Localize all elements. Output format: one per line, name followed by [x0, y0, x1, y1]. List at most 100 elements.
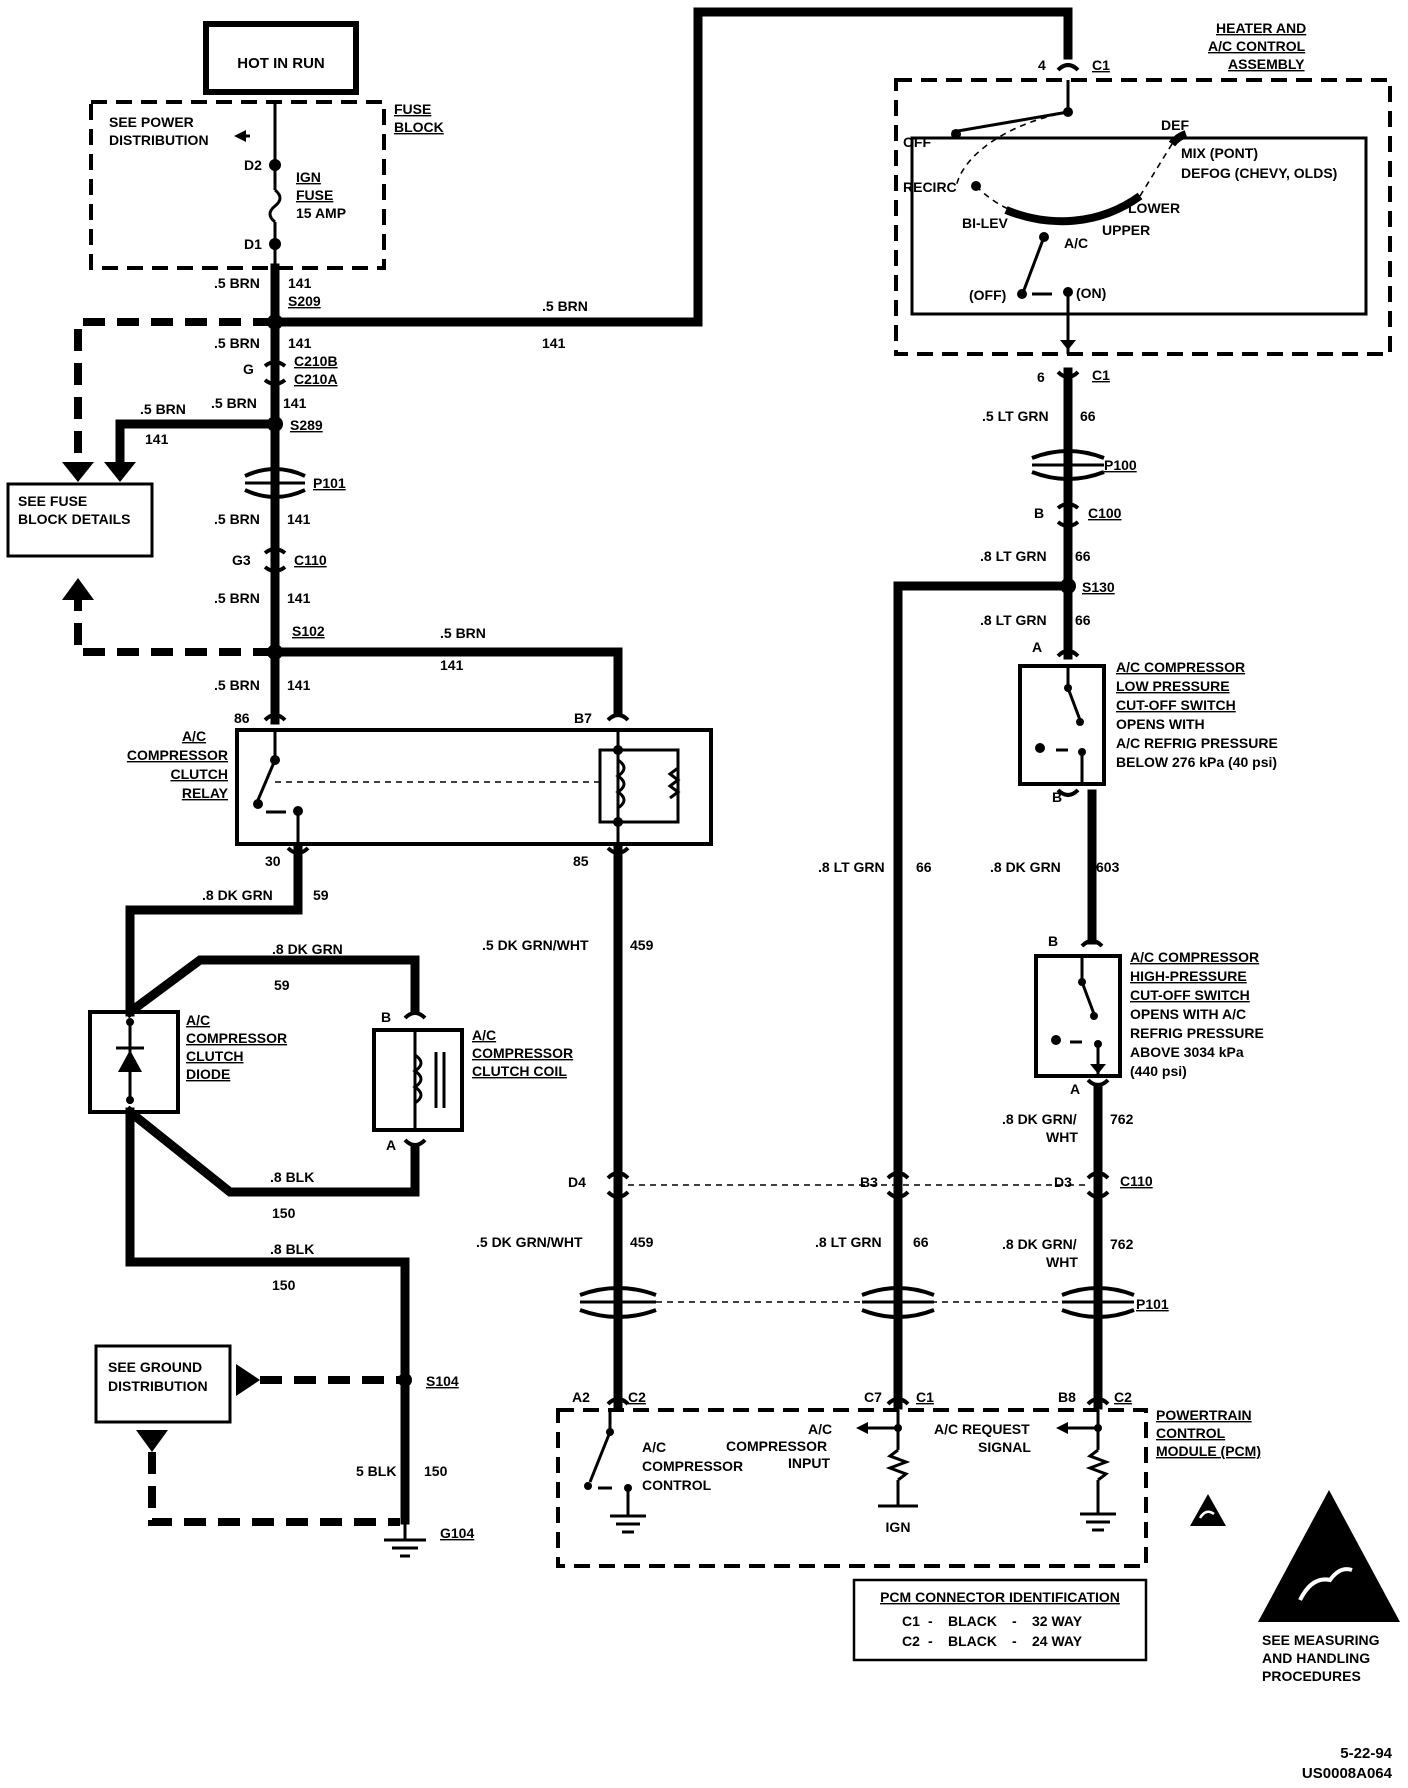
power-dist-arrow-icon — [234, 130, 246, 142]
pcm-conn-row1-c: C1 — [902, 1613, 920, 1629]
fuse-block-label-1: FUSE — [394, 101, 431, 117]
pcm-conn-row2-color: BLACK — [948, 1633, 997, 1649]
p101-left-icon — [244, 467, 306, 499]
relay-label-4: RELAY — [182, 785, 229, 801]
dkgrnwht08-label-b1: .8 DK GRN/ — [1002, 1236, 1077, 1252]
pcm-conn-row2-c: C2 — [902, 1633, 920, 1649]
relay-label-1: A/C — [182, 728, 206, 744]
brn-label-s102: .5 BRN — [440, 625, 486, 641]
pcm-c7-arrow-icon — [856, 1422, 868, 1434]
pcm-conn-row1-color: BLACK — [948, 1613, 997, 1629]
c762-label-b: 762 — [1110, 1236, 1134, 1252]
see-power-dist-line2: DISTRIBUTION — [109, 132, 209, 148]
diode-top-dot — [126, 1018, 134, 1026]
pcm-conn-row1-d2: - — [1012, 1613, 1017, 1629]
wire-150-coil-ground — [123, 1105, 420, 1197]
relay-coil-top-dot — [613, 745, 623, 755]
ground-arrow-right-icon — [236, 1364, 260, 1396]
relay-switch-dot — [253, 799, 263, 809]
hvac-pos-recirc: RECIRC — [903, 179, 957, 195]
high-switch-desc-2: REFRIG PRESSURE — [1130, 1025, 1264, 1041]
hvac-c1-bottom: C1 — [1092, 367, 1110, 383]
dkgrnwht08-label-a2: WHT — [1046, 1129, 1078, 1145]
ign-fuse-label-1: IGN — [296, 169, 321, 185]
ltgrn-label-e: .8 LT GRN — [815, 1234, 882, 1250]
c150-label-a: 150 — [272, 1205, 296, 1221]
hvac-inner-box — [910, 136, 1368, 316]
s209-label: S209 — [288, 293, 321, 309]
see-ground-line1: SEE GROUND — [108, 1359, 202, 1375]
low-switch-desc-1: OPENS WITH — [1116, 716, 1205, 732]
high-switch-b-connector — [1080, 939, 1104, 948]
pcm-b8-arrow-icon — [1056, 1422, 1068, 1434]
pcm-label-3: MODULE (PCM) — [1156, 1443, 1261, 1459]
pcm-conn-row1-way: 32 WAY — [1032, 1613, 1083, 1629]
c110-label-2: C110 — [1120, 1173, 1153, 1189]
relay-coil-icon — [615, 758, 626, 810]
p101-459-icon — [579, 1286, 657, 1319]
coil-label-3: CLUTCH COIL — [472, 1063, 567, 1079]
hvac-pos-defog: DEFOG (CHEVY, OLDS) — [1181, 165, 1337, 181]
relay-coil-box — [598, 748, 680, 824]
hvac-selector-arm — [951, 110, 1069, 134]
c141-label-s102: 141 — [440, 657, 464, 673]
relay-b7-connector — [606, 713, 630, 722]
hvac-ac-off-dot — [1017, 289, 1027, 299]
c110-d3-connector — [1086, 1171, 1110, 1199]
hvac-pos-off: OFF — [903, 134, 931, 150]
p101-label-top: P101 — [313, 475, 346, 491]
arrow-down-icon-2 — [104, 462, 136, 482]
c459-label-a: 459 — [630, 937, 654, 953]
dkgrn-label-603: .8 DK GRN — [990, 859, 1061, 875]
low-switch-label-2: LOW PRESSURE — [1116, 678, 1230, 694]
hot-in-run-label: HOT IN RUN — [237, 55, 325, 72]
pcm-input-label-3: INPUT — [788, 1455, 830, 1471]
pcm-pin-b8-c2: C2 — [1114, 1389, 1132, 1405]
fuse-block-box — [89, 100, 386, 270]
hvac-mode-arc — [1004, 192, 1143, 226]
pcm-pin-a2: A2 — [572, 1389, 590, 1405]
c141-label-s289: 141 — [145, 431, 169, 447]
s130-label: S130 — [1082, 579, 1115, 595]
hvac-title-2: A/C CONTROL — [1208, 38, 1306, 54]
c66-label-a: 66 — [1080, 408, 1096, 424]
c100-connector-icon — [1056, 502, 1080, 528]
c210b-label: C210B — [294, 353, 338, 369]
c150-label-b: 150 — [272, 1277, 296, 1293]
low-switch-arm — [1066, 687, 1082, 721]
c762-label-a: 762 — [1110, 1111, 1134, 1127]
brn-label-4: .5 BRN — [214, 511, 260, 527]
c59-label-b: 59 — [274, 977, 290, 993]
hot-in-run-box — [203, 21, 359, 95]
brn-label-top: .5 BRN — [542, 298, 588, 314]
pcm-control-label-1: A/C — [642, 1439, 666, 1455]
pcm-box — [556, 1408, 1148, 1568]
high-switch-b: B — [1048, 933, 1058, 949]
relay-label-2: COMPRESSOR — [127, 747, 228, 763]
s102-label: S102 — [292, 623, 325, 639]
relay-pin-85: 85 — [573, 853, 589, 869]
hvac-pos-ac: A/C — [1064, 235, 1088, 251]
relay-switch-arm — [256, 759, 277, 801]
hvac-top-connector — [1056, 63, 1080, 72]
see-fuse-block-line1: SEE FUSE — [18, 493, 87, 509]
low-switch-left-dot — [1035, 743, 1045, 753]
b3-label: B3 — [860, 1174, 878, 1190]
ground-arrow-down-icon — [136, 1430, 168, 1452]
low-switch-a-connector — [1056, 649, 1080, 658]
brn-label-s289: .5 BRN — [140, 401, 186, 417]
hvac-out-arrow-icon — [1060, 340, 1076, 350]
hvac-pin-4: 4 — [1038, 57, 1046, 73]
c141-label-4: 141 — [287, 511, 311, 527]
hvac-off-paren: (OFF) — [969, 287, 1006, 303]
high-switch-arrow-icon — [1090, 1064, 1106, 1074]
hvac-def-arc — [1168, 130, 1188, 147]
pcm-request-label-1: A/C REQUEST — [934, 1421, 1030, 1437]
svg-text:B: B — [1034, 505, 1044, 521]
pcm-a2-switch-arm — [588, 1431, 612, 1483]
wire-s289-to-fuse — [115, 419, 280, 473]
pcm-input-label-2: COMPRESSOR — [726, 1438, 827, 1454]
low-switch-mid-dot — [1076, 718, 1084, 726]
p101-66-icon — [861, 1286, 935, 1319]
hvac-ac-switch-arm — [1022, 236, 1046, 291]
